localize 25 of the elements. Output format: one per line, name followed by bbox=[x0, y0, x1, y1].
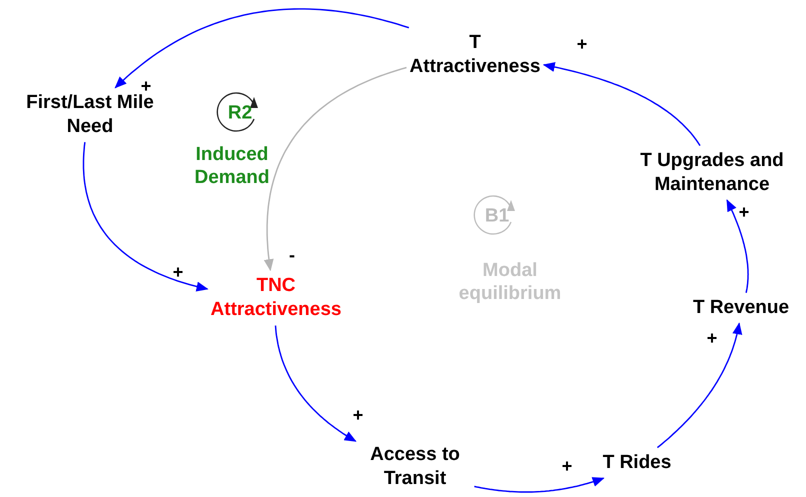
loop-id: B1 bbox=[484, 204, 510, 228]
arrow bbox=[264, 66, 407, 272]
variable-label: T Attractiveness bbox=[410, 31, 540, 79]
loop-name: Induced Demand bbox=[194, 143, 270, 189]
variable-label: TNC Attractiveness bbox=[210, 274, 342, 322]
polarity-sign: + bbox=[738, 203, 750, 221]
arrow bbox=[274, 326, 357, 442]
arrow bbox=[474, 477, 605, 493]
arrow bbox=[656, 322, 742, 448]
arrow bbox=[114, 8, 410, 88]
polarity-sign: + bbox=[172, 263, 184, 281]
polarity-sign: + bbox=[706, 329, 718, 347]
arrow bbox=[82, 142, 208, 292]
variable-label: Access to Transit bbox=[359, 443, 471, 491]
polarity-sign: - bbox=[289, 246, 295, 264]
arrow bbox=[542, 62, 701, 146]
loop-id: R2 bbox=[226, 102, 254, 124]
variable-label: T Rides bbox=[602, 451, 672, 475]
polarity-sign: + bbox=[576, 35, 588, 53]
arrow bbox=[726, 199, 749, 293]
polarity-sign: + bbox=[352, 406, 364, 424]
polarity-sign: + bbox=[562, 457, 572, 475]
variable-label: T Upgrades and Maintenance bbox=[617, 149, 806, 197]
loop-name: Modal equilibrium bbox=[458, 259, 562, 305]
variable-label: T Revenue bbox=[692, 296, 790, 320]
